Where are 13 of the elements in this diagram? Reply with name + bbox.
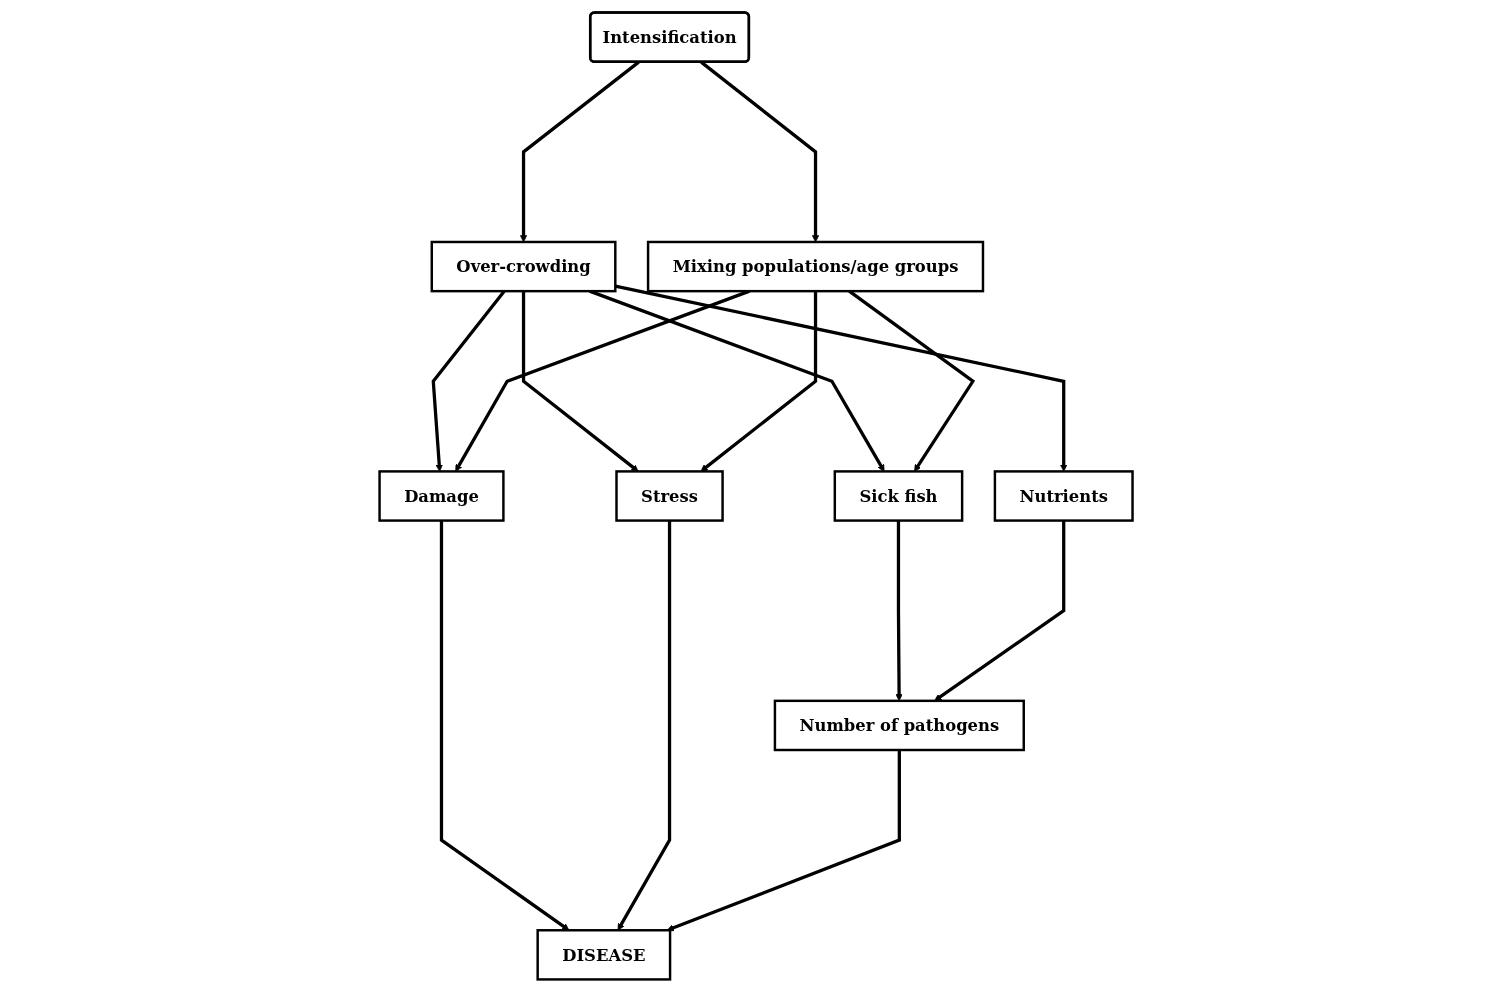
- arrow: [617, 520, 672, 931]
- node-box: Damage: [378, 470, 505, 522]
- node-box: Nutrients: [993, 470, 1134, 522]
- node-box: DISEASE: [536, 929, 672, 981]
- arrow: [666, 750, 901, 932]
- node-box: Number of pathogens: [773, 699, 1025, 752]
- node-box: Sick fish: [833, 470, 964, 522]
- node-box: Mixing populations/age groups: [646, 240, 985, 293]
- node-box: Over-crowding: [430, 240, 617, 293]
- arrow: [700, 291, 818, 472]
- arrow: [439, 520, 570, 931]
- node-box: Stress: [615, 470, 724, 522]
- arrow: [521, 291, 639, 472]
